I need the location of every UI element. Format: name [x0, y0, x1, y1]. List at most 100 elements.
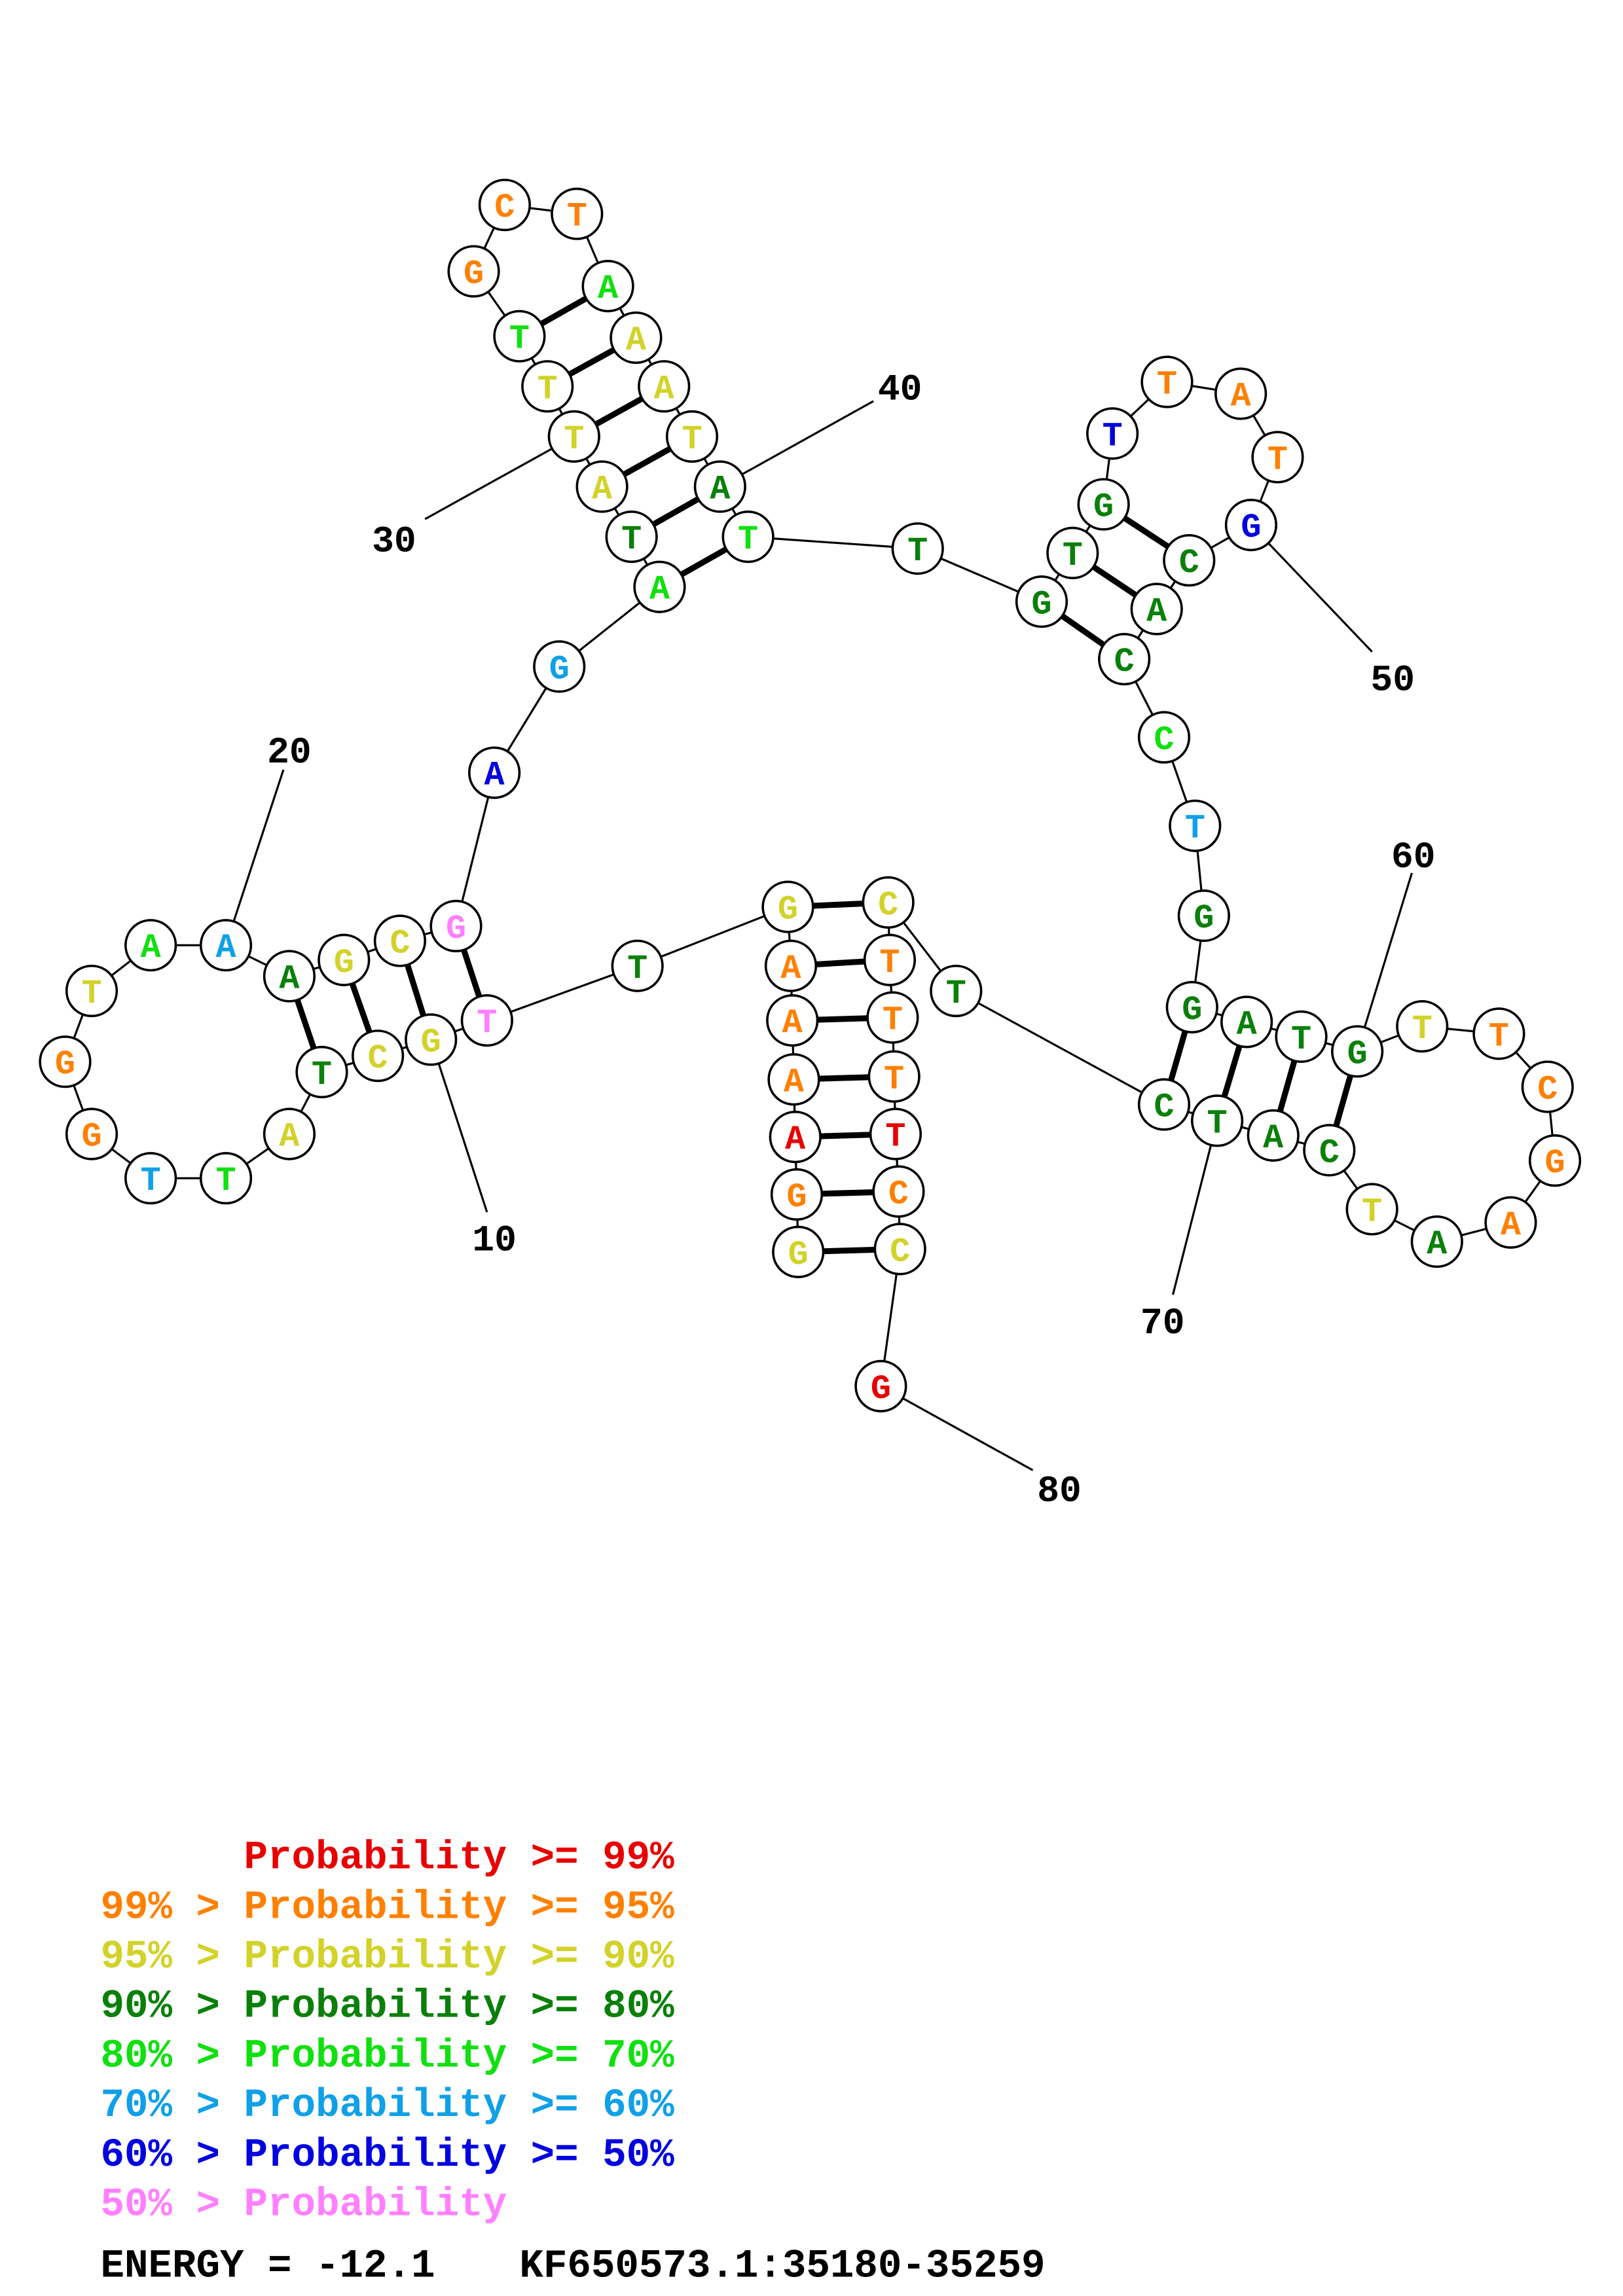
- nucleotide: G: [39, 1035, 92, 1088]
- nucleotide-circle: [872, 1165, 925, 1218]
- nucleotide-circle: [1247, 1109, 1300, 1162]
- nucleotide-circle: [1140, 355, 1194, 408]
- nucleotide-circle: [772, 1225, 825, 1278]
- nucleotide: G: [533, 640, 586, 693]
- nucleotide: C: [1303, 1124, 1356, 1177]
- nucleotide-circle: [1303, 1124, 1356, 1177]
- nucleotide-base: T: [946, 975, 966, 1013]
- nucleotide: C: [351, 1030, 405, 1083]
- nucleotide: G: [1331, 1025, 1384, 1078]
- nucleotide-circle: [770, 1168, 824, 1221]
- nucleotide-base: A: [710, 471, 731, 509]
- nucleotide-circle: [575, 460, 629, 513]
- nucleotide-base: G: [1182, 991, 1202, 1030]
- nucleotide: A: [263, 1107, 316, 1160]
- nucleotide-circle: [547, 410, 600, 463]
- nucleotide-base: G: [549, 650, 570, 689]
- label-leader-line: [880, 1385, 1034, 1471]
- nucleotide-base: T: [141, 1162, 161, 1200]
- position-label: 20: [267, 732, 312, 774]
- nucleotide-base: C: [494, 188, 515, 227]
- nucleotide-circle: [1410, 1215, 1463, 1268]
- nucleotide-circle: [1331, 1025, 1384, 1078]
- nucleotide-base: T: [621, 520, 642, 559]
- nucleotide-circle: [1528, 1134, 1582, 1187]
- nucleotide-base: G: [1544, 1144, 1565, 1183]
- legend-entry: 99% > Probability >= 95%: [101, 1885, 675, 1930]
- nucleotide-base: G: [1031, 585, 1051, 624]
- nucleotide-base: A: [598, 270, 619, 308]
- nucleotide-base: T: [884, 1060, 904, 1099]
- position-label: 30: [372, 521, 416, 563]
- nucleotide-base: A: [592, 471, 613, 509]
- nucleotide: T: [493, 310, 546, 363]
- nucleotide: A: [581, 259, 634, 313]
- nucleotide-circle: [1251, 431, 1304, 484]
- nucleotide: T: [1140, 355, 1194, 408]
- nucleotide-base: A: [1231, 378, 1252, 416]
- nucleotide: A: [633, 560, 686, 613]
- nucleotide-circle: [610, 311, 663, 365]
- label-leader-line: [1250, 524, 1373, 653]
- nucleotide-base: A: [215, 929, 236, 967]
- nucleotide-circle: [1046, 526, 1099, 579]
- nucleotide: A: [1247, 1109, 1300, 1162]
- nucleotide-base: T: [538, 370, 558, 408]
- nucleotide-circle: [1169, 799, 1222, 852]
- nucleotide: A: [764, 939, 818, 992]
- nucleotide: A: [1220, 996, 1273, 1049]
- nucleotide-circle: [124, 919, 177, 972]
- nucleotide-circle: [521, 360, 574, 413]
- nucleotide: C: [862, 876, 915, 929]
- nucleotide: T: [199, 1152, 253, 1205]
- nucleotide-base: T: [509, 320, 530, 359]
- nucleotide: G: [318, 933, 371, 986]
- energy-label: ENERGY = -12.1: [101, 2244, 435, 2289]
- nucleotide-circle: [1015, 575, 1068, 628]
- nucleotide-base: A: [626, 321, 647, 360]
- nucleotide-circle: [761, 880, 814, 933]
- nucleotide: G: [405, 1013, 458, 1066]
- nucleotide-circle: [551, 187, 604, 240]
- nucleotide-base: T: [682, 420, 702, 459]
- nucleotide: T: [930, 964, 983, 1018]
- nucleotide: T: [1251, 431, 1304, 484]
- nucleotide-base: T: [81, 975, 101, 1013]
- position-label: 60: [1391, 836, 1436, 878]
- nucleotide-base: A: [1146, 593, 1167, 632]
- nucleotide: T: [1190, 1094, 1244, 1147]
- nucleotide-circle: [467, 746, 521, 799]
- nucleotide-base: C: [890, 1232, 910, 1271]
- nucleotide: T: [866, 991, 919, 1044]
- nucleotide-circle: [65, 1107, 119, 1160]
- nucleotide-circle: [867, 1050, 921, 1103]
- nucleotide-base: C: [368, 1039, 388, 1078]
- nucleotide-circle: [493, 310, 546, 363]
- nucleotide-base: C: [1319, 1134, 1340, 1172]
- probability-legend: Probability >= 99%99% > Probability >= 9…: [101, 1836, 675, 2228]
- nucleotide: A: [124, 919, 177, 972]
- nucleotide-base: T: [564, 420, 584, 459]
- nucleotide-circle: [405, 1013, 458, 1066]
- nucleotide-base: T: [883, 1001, 903, 1040]
- nucleotide-circle: [767, 1053, 820, 1106]
- legend-entry: 90% > Probability >= 80%: [101, 1984, 675, 2030]
- nucleotide: G: [854, 1359, 907, 1412]
- position-label: 70: [1140, 1302, 1185, 1344]
- nucleotide: C: [1521, 1060, 1574, 1113]
- nucleotide-base: T: [1412, 1010, 1432, 1049]
- nucleotide-circle: [1484, 1196, 1537, 1249]
- nucleotide-circle: [863, 933, 917, 986]
- nucleotide-circle: [533, 640, 586, 693]
- nucleotide-circle: [854, 1359, 907, 1412]
- nucleotide-circle: [862, 876, 915, 929]
- nucleotide-circle: [1275, 1010, 1328, 1063]
- nucleotide-base: G: [778, 891, 798, 929]
- nucleotide-base: A: [141, 929, 162, 967]
- nucleotide-circle: [1472, 1007, 1525, 1060]
- nucleotide: A: [1484, 1196, 1537, 1249]
- nucleotide: T: [863, 933, 917, 986]
- nucleotide-base: T: [907, 532, 928, 571]
